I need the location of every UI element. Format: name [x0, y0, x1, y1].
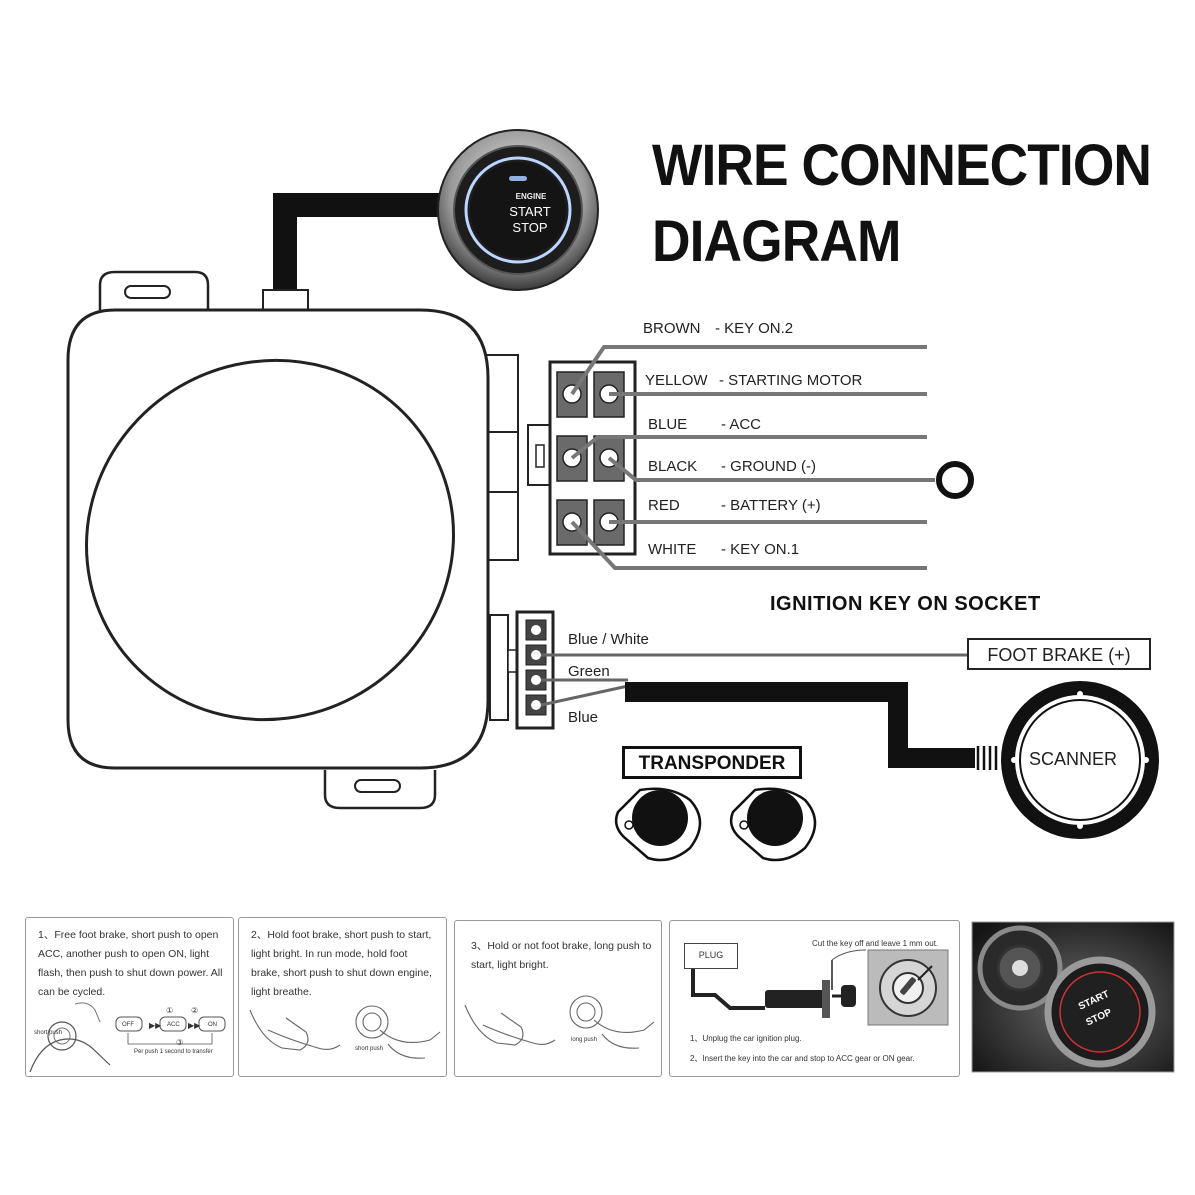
start-stop-button-icon — [437, 129, 599, 291]
ignition-photo — [971, 921, 1175, 1073]
wire-color-label: WHITE — [648, 541, 697, 558]
wire-function-label: - KEY ON.2 — [715, 320, 794, 337]
title-line-1: WIRE CONNECTION — [652, 133, 1152, 198]
wire-color-label: BROWN — [643, 320, 701, 337]
acc-badge: ACC — [167, 1022, 180, 1028]
step-3-text: 3、Hold or not foot brake, long push to s… — [471, 940, 652, 971]
scanner-cable — [625, 682, 975, 768]
button-engine-text: ENGINE — [516, 192, 547, 201]
short-push-note: short push — [34, 1030, 63, 1036]
long-push-note: long push — [571, 1037, 598, 1043]
wire-function-label: - BATTERY (+) — [721, 497, 821, 514]
on-badge: ON — [208, 1022, 217, 1028]
main-wire-leads — [570, 345, 935, 570]
main-connector — [527, 360, 637, 556]
wire-function-label: - KEY ON.1 — [721, 541, 800, 558]
step-4-line-2: 2、Insert the key into the car and stop t… — [690, 1054, 915, 1063]
wire-color-label: BLACK — [648, 458, 698, 475]
step-marker-1: ① — [166, 1006, 174, 1015]
foot-brake-label: FOOT BRAKE (+) — [987, 645, 1131, 665]
short-push-note: short push — [355, 1046, 384, 1052]
button-stop-text: STOP — [512, 220, 547, 235]
wire-color-label: RED — [648, 497, 680, 514]
step-panel-2: 2、Hold foot brake, short push to start, … — [238, 917, 447, 1077]
button-start-text: START — [509, 204, 550, 219]
wire-function-label: - ACC — [721, 416, 762, 433]
step-marker-3: ③ — [176, 1038, 184, 1047]
transponder-box: TRANSPONDER — [622, 746, 802, 779]
blue-white-wire-label: Blue / White — [568, 631, 649, 648]
off-badge: OFF — [122, 1022, 134, 1028]
step4-illustration — [691, 949, 949, 1026]
title-line-2: DIAGRAM — [652, 209, 901, 274]
small-connector — [507, 610, 555, 730]
step-marker-2: ② — [191, 1006, 199, 1015]
step-1-text: 1、Free foot brake, short push to open AC… — [38, 929, 223, 998]
step3-illustration — [464, 995, 655, 1049]
wire-color-label: BLUE — [648, 416, 688, 433]
plug-box: PLUG — [684, 943, 738, 969]
cut-key-note: Cut the key off and leave 1 mm out. — [812, 939, 939, 948]
ignition-socket-title: IGNITION KEY ON SOCKET — [770, 593, 1041, 615]
svg-text:▶▶: ▶▶ — [188, 1021, 201, 1030]
step-2-text: 2、Hold foot brake, short push to start, … — [251, 929, 432, 998]
step-panel-3: 3、Hold or not foot brake, long push to s… — [454, 920, 662, 1077]
step-4-line-1: 1、Unplug the car ignition plug. — [690, 1034, 802, 1043]
scanner-cable-ridges — [976, 746, 998, 770]
plug-label: PLUG — [698, 950, 724, 960]
transponder-fob-icon — [729, 787, 817, 862]
transponder-fob-icon — [614, 787, 702, 862]
ground-ring-terminal — [936, 461, 974, 499]
step2-illustration — [249, 1005, 441, 1059]
foot-brake-box: FOOT BRAKE (+) — [967, 638, 1151, 670]
per-push-note: Per push 1 second to transfer — [134, 1049, 213, 1055]
green-wire-label: Green — [568, 663, 610, 680]
wire-function-label: - GROUND (-) — [721, 458, 816, 475]
wire-color-label: YELLOW — [645, 372, 708, 389]
control-module — [66, 270, 519, 810]
wire-function-label: - STARTING MOTOR — [719, 372, 863, 389]
scanner-ring-icon — [1001, 681, 1159, 839]
step-panel-1: 1、Free foot brake, short push to open AC… — [25, 917, 234, 1077]
transponder-label: TRANSPONDER — [638, 753, 786, 774]
button-cable — [273, 193, 448, 290]
blue-wire — [540, 684, 629, 707]
scanner-label: SCANNER — [1029, 749, 1118, 769]
svg-text:▶▶: ▶▶ — [149, 1021, 162, 1030]
step1-illustration: ▶▶ ▶▶ — [29, 1002, 226, 1073]
step-panel-4: PLUG Cut the key off and leave 1 mm out.… — [669, 920, 960, 1077]
blue-wire-label: Blue — [568, 709, 599, 726]
